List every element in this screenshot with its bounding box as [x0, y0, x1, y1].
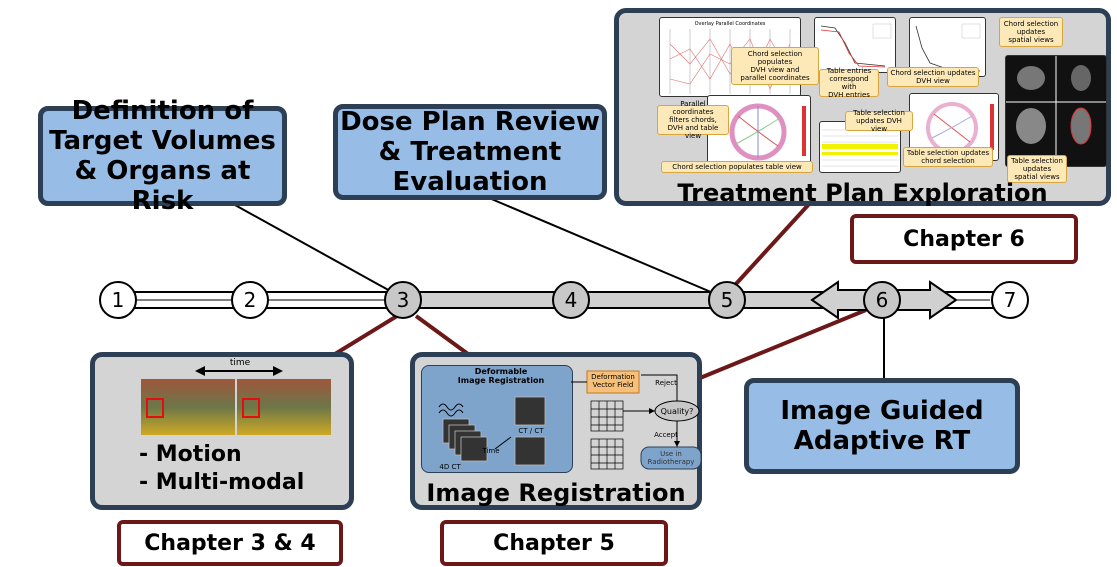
- connector-exploration: [733, 201, 812, 287]
- reject-label: Reject: [655, 379, 677, 387]
- use-rt-node: [640, 446, 702, 470]
- motion-panel: time - Motion - Multi-modal: [90, 352, 354, 510]
- exploration-panel: Overlay Parallel Coordinates: [614, 8, 1111, 207]
- roi-box-left: [146, 398, 164, 418]
- accept-label: Accept: [654, 431, 678, 439]
- stage-igart-box: Image Guided Adaptive RT: [744, 378, 1020, 474]
- chapter-5-label: Chapter 5: [440, 520, 668, 566]
- registration-panel: Deformable Image Registration: [410, 352, 702, 510]
- roi-box-right: [242, 398, 260, 418]
- connector-igart-registration: [699, 308, 867, 380]
- svg-text:6: 6: [876, 288, 889, 312]
- stage-definition-box: Definition of Target Volumes & Organs at…: [38, 96, 287, 216]
- registration-title: Image Registration: [426, 479, 686, 507]
- timeline-node-4: 4: [552, 281, 590, 319]
- chapter-3-4-label: Chapter 3 & 4: [117, 520, 343, 566]
- chord-diagram-left: [729, 103, 806, 161]
- spatial-views-images: [1006, 56, 1106, 166]
- svg-text:5: 5: [721, 288, 734, 312]
- stage-dose-plan-box: Dose Plan Review & Treatment Evaluation: [333, 104, 607, 200]
- chapter-6-label: Chapter 6: [850, 214, 1078, 264]
- connector-definition: [234, 204, 393, 293]
- svg-text:4: 4: [565, 288, 578, 312]
- timeline-highlight: [402, 291, 882, 309]
- note-chord-populates-dvh: Chord selection populates DVH view and p…: [731, 47, 819, 85]
- motion-images: [141, 366, 331, 435]
- parallel-coordinates-title: Overlay Parallel Coordinates: [694, 21, 766, 27]
- svg-text:7: 7: [1004, 288, 1017, 312]
- use-rt-label: Use in Radiotherapy: [647, 450, 695, 466]
- exploration-title: Treatment Plan Exploration: [677, 179, 1048, 207]
- connector-registration: [414, 314, 470, 356]
- dvf-label: Deformation Vector Field: [591, 373, 635, 389]
- dvh-view-top: [814, 17, 896, 73]
- timeline-node-7: 7: [991, 281, 1029, 319]
- connector-motion: [333, 314, 399, 356]
- timeline-node-3: 3: [384, 281, 422, 319]
- note-parallel-filters: Parallel coordinates filters chords, DVH…: [657, 100, 729, 140]
- registration-graphics: [438, 370, 702, 470]
- time-label: time: [229, 358, 251, 368]
- dvh-plot-top: [820, 23, 892, 68]
- timeline-node-1: 1: [99, 281, 137, 319]
- connector-dose-plan: [481, 194, 719, 296]
- spatial-views: [1005, 55, 1107, 167]
- time-axis-label: Time: [482, 447, 500, 455]
- note-table-updates-spatial: Table selection updates spatial views: [1007, 155, 1067, 183]
- note-table-entries: Table entries correspond with DVH entrie…: [819, 67, 879, 99]
- ct4d-label: 4D CT: [439, 463, 461, 471]
- note-table-updates-dvh: Table selection updates DVH view: [845, 109, 913, 133]
- timeline-node-5: 5: [708, 281, 746, 319]
- timeline-node-2: 2: [231, 281, 269, 319]
- timeline-node-6: 6: [863, 281, 901, 319]
- note-table-updates-chord: Table selection updates chord selection: [903, 147, 993, 167]
- svg-text:1: 1: [112, 288, 125, 312]
- motion-items: - Motion - Multi-modal: [139, 442, 305, 495]
- note-chord-updates-spatial: Chord selection updates spatial views: [999, 17, 1063, 47]
- quality-label: Quality?: [660, 407, 694, 416]
- svg-text:2: 2: [244, 288, 257, 312]
- svg-text:3: 3: [397, 288, 410, 312]
- note-chord-updates-dvh: Chord selection updates DVH view: [887, 67, 979, 87]
- ct-ct-label: CT / CT: [518, 427, 544, 435]
- dir-title: Deformable Image Registration: [457, 367, 545, 385]
- note-chord-populates-table: Chord selection populates table view: [661, 161, 813, 173]
